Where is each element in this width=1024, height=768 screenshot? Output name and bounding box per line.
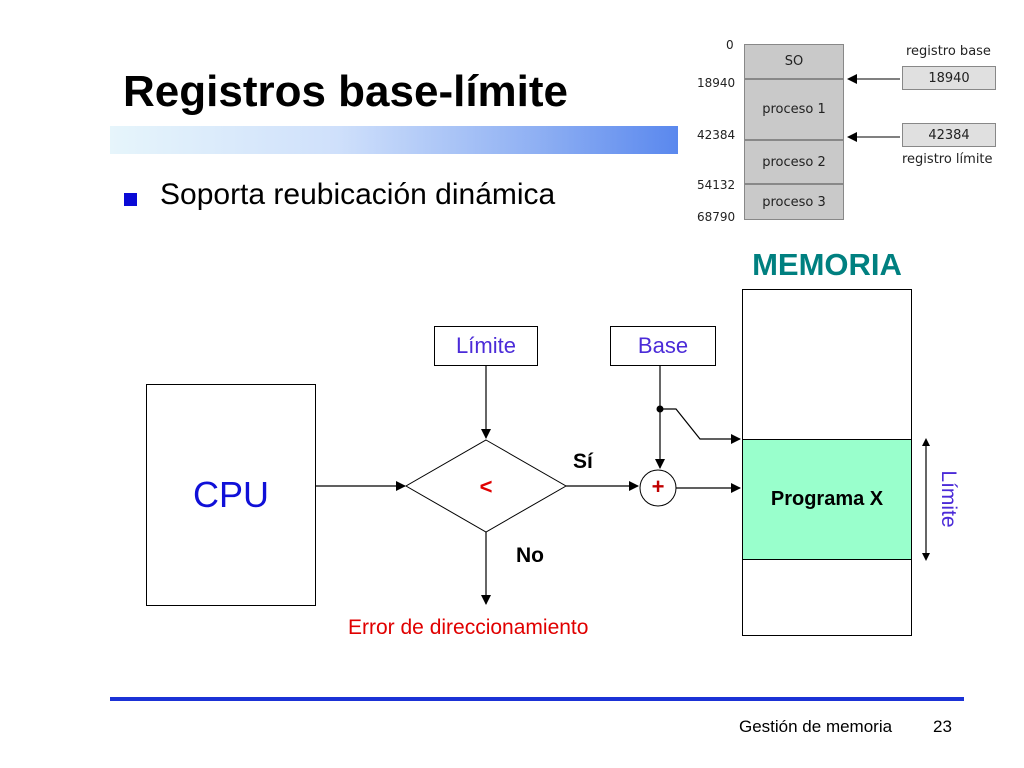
title-underline-bar (110, 126, 678, 154)
cpu-label: CPU (192, 474, 269, 515)
slide-title: Registros base-límite (123, 67, 569, 116)
no-label: No (516, 544, 544, 567)
program-block: Programa X (742, 439, 912, 560)
limit-register-label: Límite (456, 333, 516, 358)
limit-span-label: Límite (937, 470, 960, 528)
memory-cell-so: SO (744, 44, 844, 79)
less-than-sign: < (479, 474, 493, 499)
base-to-memory-arrow (660, 408, 741, 444)
page-number: 23 (933, 717, 952, 736)
cpu-block: CPU (146, 384, 316, 606)
base-register-value: 18940 (902, 66, 996, 90)
address-label: 0 (726, 38, 734, 52)
base-register-label: Base (637, 333, 689, 358)
address-label: 42384 (697, 128, 736, 142)
yes-label: Sí (573, 450, 593, 473)
program-label: Programa X (770, 488, 884, 510)
plus-sign: + (651, 474, 665, 499)
limit-register-caption: registro límite (902, 152, 993, 167)
footer-divider (110, 697, 964, 701)
base-register-caption: registro base (906, 44, 991, 59)
address-label: 68790 (697, 210, 736, 224)
error-label: Error de direccionamiento (348, 616, 589, 639)
limit-register-value: 42384 (902, 123, 996, 147)
limit-register-box: Límite (434, 326, 538, 366)
address-label: 54132 (697, 178, 736, 192)
footer-text: Gestión de memoria (739, 717, 893, 736)
address-label: 18940 (697, 76, 736, 90)
bullet-text: Soporta reubicación dinámica (160, 178, 556, 211)
bullet-square-icon (124, 193, 137, 206)
base-register-box: Base (610, 326, 716, 366)
memory-cell-proceso-2: proceso 2 (744, 140, 844, 184)
memory-title: MEMORIA (752, 247, 902, 282)
memory-cell-proceso-3: proceso 3 (744, 184, 844, 220)
memory-cell-proceso-1: proceso 1 (744, 79, 844, 140)
